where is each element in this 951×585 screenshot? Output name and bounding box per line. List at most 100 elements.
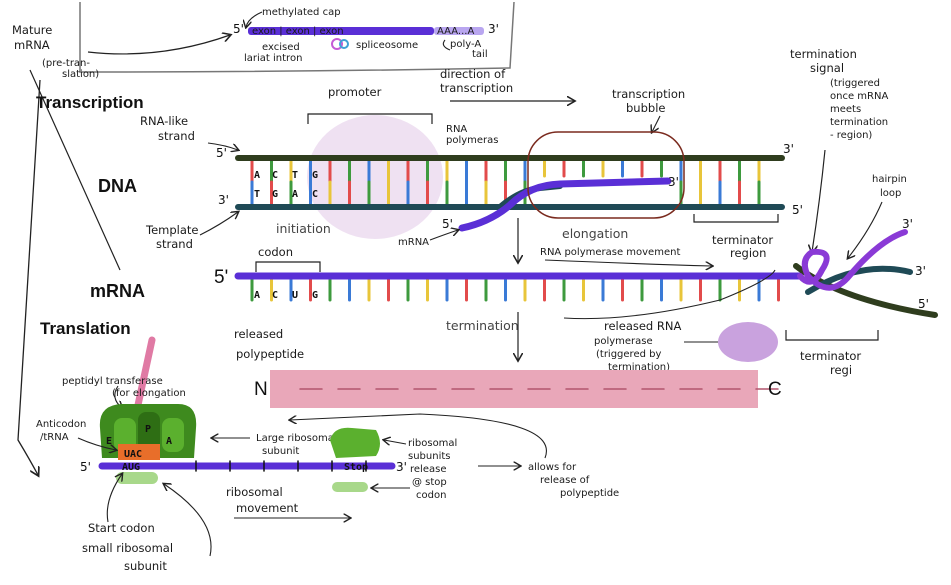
mature-mrna-title-2: mRNA	[14, 38, 50, 52]
anticodon-seq: UAC	[124, 449, 142, 460]
ribo-move-label-1: ribosomal	[226, 485, 283, 499]
dna-3-prime-top: 3'	[783, 142, 794, 156]
mrna-codon-ticks	[195, 460, 367, 472]
top-base-1: C	[272, 170, 278, 181]
ribo-release-1: ribosomal	[408, 438, 457, 449]
promoter-bracket	[307, 113, 433, 124]
mrna-bases	[250, 277, 780, 302]
initiation-label: initiation	[276, 221, 331, 236]
dna-base-pairs	[250, 159, 761, 206]
peptidyl-label-2: (for elongation	[112, 388, 186, 399]
bottom-base-0: T	[254, 189, 260, 200]
released-rna-polymerase	[718, 322, 778, 362]
bottom-base-3: C	[312, 189, 318, 200]
mature-mrna-box-border	[79, 1, 515, 73]
anticodon-arrow	[77, 437, 116, 450]
mrna-base-2: U	[292, 290, 298, 301]
large-subunit-label-1: Large ribosomal	[256, 433, 337, 444]
top-base-3: G	[312, 170, 318, 181]
termination-signal-text: termination signal (triggered once mRNA …	[790, 47, 888, 141]
poly-a-seq: AAA...A	[437, 26, 474, 37]
ribo-release-2: subunits	[408, 451, 450, 462]
mature-mrna-arrow	[87, 35, 230, 55]
hairpin-loop-mrna	[797, 229, 908, 291]
mature-mrna-box: Mature mRNA (pre-tran- slation) methylat…	[12, 1, 515, 80]
c-terminus: C	[768, 379, 782, 400]
rna-pol-movement-arrow	[544, 259, 712, 266]
bubble-label-2: bubble	[626, 101, 665, 115]
mature-mrna-title-1: Mature	[12, 23, 52, 37]
right-3-prime-b: 3'	[915, 264, 926, 278]
mrna-base-letters: A C U G	[254, 290, 318, 301]
rna-like-arrow	[207, 142, 238, 150]
direction-label-2: transcription	[440, 81, 513, 95]
stop-codon-label: Stop	[344, 462, 368, 473]
hairpin-label-2: loop	[880, 188, 901, 199]
methylated-cap-label: methylated cap	[262, 7, 341, 18]
spliceosome-label: spliceosome	[356, 40, 418, 51]
mature-mrna-subtitle-1: (pre-tran-	[42, 58, 90, 69]
ribosome-release-text: ribosomal subunits release @ stop codon	[408, 438, 457, 501]
small-subunit-label-2: subunit	[124, 559, 167, 573]
released-large-subunit	[330, 427, 380, 458]
termination-signal-1: termination	[790, 47, 857, 61]
left-long-arrow	[17, 79, 41, 475]
p-site	[138, 412, 160, 452]
lariat-intron-icon	[331, 38, 343, 50]
nascent-5-prime: 5'	[442, 217, 453, 231]
mrna-small-label: mRNA	[398, 237, 429, 248]
site-e-label: E	[106, 436, 112, 447]
released-pol-label-2: polymerase	[594, 336, 653, 347]
large-subunit-label-2: subunit	[262, 446, 299, 457]
mature-5-prime: 5'	[233, 22, 244, 36]
n-terminus: N	[254, 379, 268, 400]
e-site	[114, 418, 136, 452]
poly-a-tail-label-1: poly-A	[450, 39, 481, 50]
growing-polypeptide-chain	[134, 336, 156, 409]
template-label-2: strand	[156, 237, 193, 251]
termination-signal-arrow	[812, 149, 826, 252]
start-codon-label: Start codon	[88, 521, 155, 535]
mrna-small-arrow	[429, 230, 458, 241]
ribo-release-4: @ stop	[412, 477, 447, 488]
bottom-base-2: A	[292, 189, 298, 200]
nascent-mrna-strand	[458, 177, 672, 232]
bubble-label-1: transcription	[612, 87, 685, 101]
transcription-bubble	[527, 131, 685, 219]
mrna-row-label: mRNA	[90, 281, 145, 301]
mrna-base-0: A	[254, 290, 260, 301]
start-codon-arrow	[106, 474, 122, 523]
terminator-region-bracket	[693, 214, 779, 223]
hairpin-label-1: hairpin	[872, 174, 907, 185]
released-polypeptide-label-1: released	[234, 327, 283, 341]
small-ribosomal-subunit	[116, 472, 158, 484]
anticodon-label-1: Anticodon	[36, 419, 86, 430]
poly-a-strand	[434, 27, 484, 35]
termination-curve-line	[563, 269, 776, 320]
right-3-prime-a: 3'	[902, 217, 913, 231]
released-pol-label-4: termination)	[608, 362, 670, 373]
direction-label-1: direction of	[440, 67, 506, 81]
site-p-label: P	[145, 424, 151, 435]
hairpin-arrow	[848, 201, 883, 258]
rna-pol-movement-label: RNA polymerase movement	[540, 247, 680, 258]
a-site	[162, 418, 184, 452]
dna-label: DNA	[98, 176, 137, 196]
site-a-label: A	[166, 436, 172, 447]
termination-signal-6: termination	[830, 117, 888, 128]
allows-label-1: allows for	[528, 462, 577, 473]
transcription-heading: Transcription	[36, 93, 144, 112]
promoter-label: promoter	[328, 85, 382, 99]
small-subunit-arrow	[164, 484, 212, 557]
mature-3-prime: 3'	[488, 22, 499, 36]
rna-like-label-2: strand	[158, 129, 195, 143]
bottom-base-1: G	[272, 189, 278, 200]
mature-mrna-subtitle-2: slation)	[62, 69, 99, 80]
terminator-regi-label-1: terminator	[800, 349, 861, 363]
ribo-release-5: codon	[416, 490, 446, 501]
template-label-1: Template	[145, 223, 198, 237]
excised-label-2: lariat intron	[244, 53, 302, 64]
ribo-move-label-2: movement	[236, 501, 299, 515]
mrna-base-1: C	[272, 290, 278, 301]
peptidyl-label-1: peptidyl transferase	[62, 376, 163, 387]
